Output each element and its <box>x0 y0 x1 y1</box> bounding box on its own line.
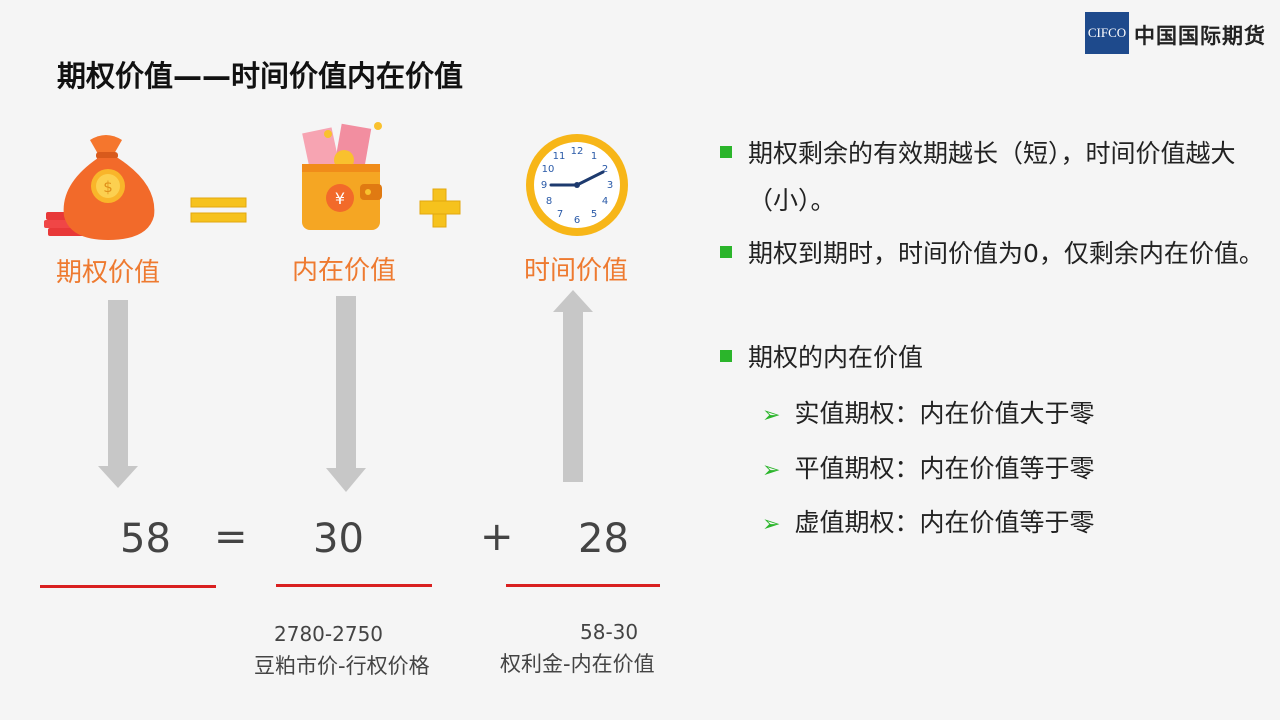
label-intrinsic-value: 内在价值 <box>292 256 397 286</box>
sub-bullet-1-text: 实值期权：内在价值大于零 <box>794 399 1095 428</box>
money-bag-icon: $ <box>44 135 155 240</box>
equals-sign: = <box>214 514 248 560</box>
green-square-icon <box>720 246 732 258</box>
down-arrow-1-shaft <box>108 300 128 468</box>
chevron-right-icon: ➢ <box>762 403 781 428</box>
intrinsic-calc: 2780-2750 <box>274 622 384 646</box>
up-arrow-shaft <box>563 310 583 482</box>
sub-bullet-3-text: 虚值期权：内在价值等于零 <box>794 508 1095 537</box>
bullet-1-text: 期权剩余的有效期越长（短），时间价值越大（小）。 <box>748 139 1236 215</box>
plus-sign: + <box>480 514 514 560</box>
bullet-3-text: 期权的内在价值 <box>748 343 924 372</box>
label-option-value: 期权价值 <box>56 258 161 288</box>
sub-bullet-2-text: 平值期权：内在价值等于零 <box>794 454 1095 483</box>
down-arrow-1-head <box>98 466 138 488</box>
number-time-value: 28 <box>578 516 629 562</box>
time-desc: 权利金-内在价值 <box>500 652 655 676</box>
label-time-value: 时间价值 <box>524 256 629 286</box>
underline-intrinsic-value <box>276 584 432 587</box>
down-arrow-2-head <box>326 468 366 492</box>
wallet-icon: ¥ <box>302 122 382 230</box>
sub-bullet-1: ➢ 实值期权：内在价值大于零 <box>762 394 1094 430</box>
svg-text:2: 2 <box>602 164 608 175</box>
green-square-icon <box>720 146 732 158</box>
svg-text:$: $ <box>103 178 113 196</box>
company-name: 中国国际期货 <box>1134 24 1266 48</box>
svg-text:9: 9 <box>541 180 547 191</box>
svg-text:5: 5 <box>591 209 597 220</box>
underline-option-value <box>40 585 216 588</box>
sub-bullet-3: ➢ 虚值期权：内在价值等于零 <box>762 503 1094 539</box>
svg-text:7: 7 <box>557 209 563 220</box>
bullet-2-text: 期权到期时，时间价值为0，仅剩余内在价值。 <box>748 239 1264 268</box>
down-arrow-2-shaft <box>336 296 356 470</box>
svg-text:4: 4 <box>602 196 608 207</box>
time-calc: 58-30 <box>580 620 639 644</box>
svg-text:10: 10 <box>542 164 555 175</box>
cifco-logo-box: CIFCO <box>1085 12 1129 54</box>
svg-text:11: 11 <box>553 151 566 162</box>
equals-icon <box>190 197 247 223</box>
green-square-icon <box>720 350 732 362</box>
svg-text:1: 1 <box>591 151 597 162</box>
chevron-right-icon: ➢ <box>762 512 781 537</box>
svg-text:3: 3 <box>607 180 613 191</box>
svg-text:¥: ¥ <box>335 189 345 208</box>
number-option-value: 58 <box>120 516 171 562</box>
slide-title: 期权价值——时间价值内在价值 <box>57 59 464 93</box>
intrinsic-desc: 豆粕市价-行权价格 <box>254 654 430 678</box>
chevron-right-icon: ➢ <box>762 458 781 483</box>
underline-time-value <box>506 584 660 587</box>
svg-text:6: 6 <box>574 215 580 226</box>
svg-text:12: 12 <box>571 146 584 157</box>
sub-bullet-2: ➢ 平值期权：内在价值等于零 <box>762 449 1094 485</box>
svg-text:8: 8 <box>546 196 552 207</box>
up-arrow-head <box>553 290 593 312</box>
number-intrinsic-value: 30 <box>313 516 364 562</box>
plus-icon <box>419 188 461 228</box>
